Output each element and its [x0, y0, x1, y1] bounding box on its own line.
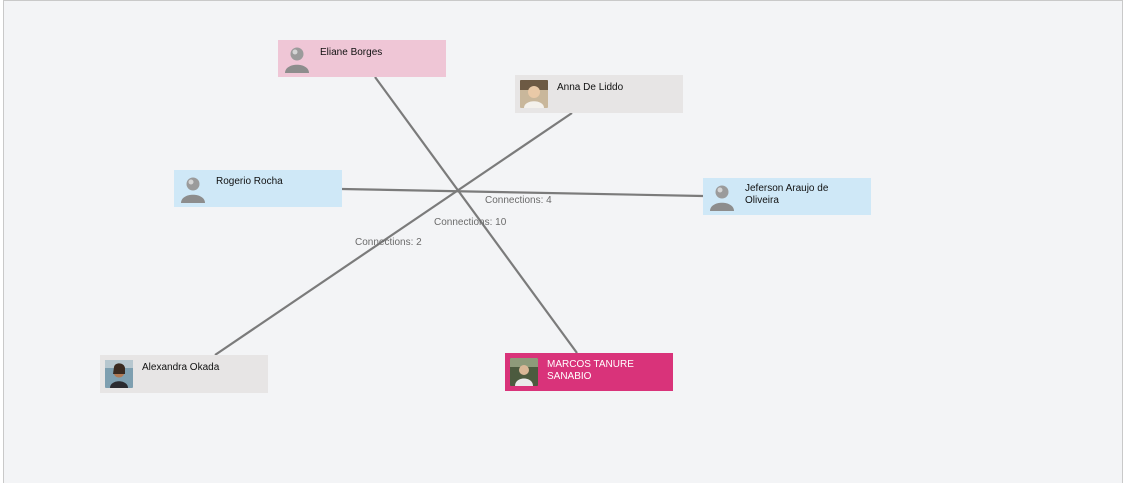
edge-rogerio-jeferson[interactable] [341, 187, 704, 198]
user-photo-icon [105, 360, 133, 388]
edge-label-rogerio-jeferson: Connections: 4 [485, 195, 552, 206]
node-label: Anna De Liddo [557, 82, 624, 93]
node-anna-de-liddo[interactable]: Anna De Liddo [515, 75, 683, 113]
node-eliane-borges[interactable]: Eliane Borges [278, 40, 446, 77]
edge-eliane-marcos[interactable] [374, 76, 578, 354]
node-label: Jeferson Araujo de Oliveira [745, 183, 829, 206]
default-user-icon [179, 175, 207, 203]
connection-graph: Connections: 10 Connections: 2 Connectio… [214, 76, 704, 356]
default-user-icon [283, 45, 311, 73]
user-photo-icon [520, 80, 548, 108]
default-user-icon [708, 183, 736, 211]
node-jeferson-araujo-de-oliveira[interactable]: Jeferson Araujo de Oliveira [703, 178, 871, 215]
node-label: MARCOS TANURE SANABIO [547, 359, 634, 382]
user-photo-icon [510, 358, 538, 386]
network-canvas[interactable]: Connections: 10 Connections: 2 Connectio… [3, 0, 1123, 483]
edge-label-anna-alexandra: Connections: 2 [355, 237, 422, 248]
node-label: Alexandra Okada [142, 362, 220, 373]
node-alexandra-okada[interactable]: Alexandra Okada [100, 355, 268, 393]
edge-label-eliane-marcos: Connections: 10 [434, 217, 507, 228]
node-label: Rogerio Rocha [216, 176, 283, 187]
edge-anna-alexandra[interactable] [214, 112, 573, 356]
node-rogerio-rocha[interactable]: Rogerio Rocha [174, 170, 342, 207]
node-label: Eliane Borges [320, 47, 383, 58]
node-marcos-tanure-sanabio[interactable]: MARCOS TANURE SANABIO [505, 353, 673, 391]
